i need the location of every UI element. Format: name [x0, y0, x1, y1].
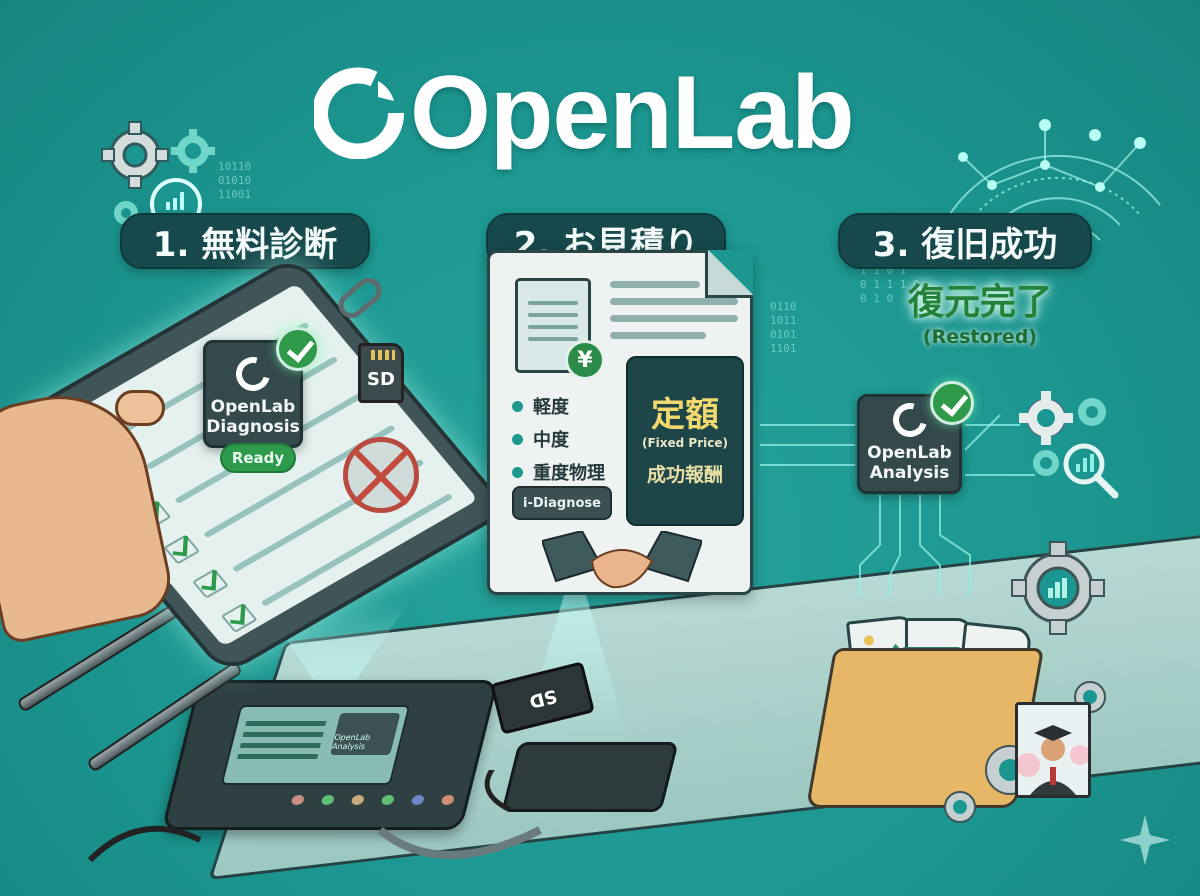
fixed-price-box: 定額 (Fixed Price) 成功報酬: [626, 356, 744, 526]
gear-icon: [1033, 450, 1059, 476]
yen-coin-icon: ¥: [565, 340, 605, 380]
gear-icon: [101, 121, 169, 189]
sd-card-label: SD: [526, 684, 559, 712]
open-ring-logo-icon: [312, 67, 406, 160]
gear-icon: [944, 791, 976, 823]
severity-list: 軽度 中度 重度物理: [512, 393, 605, 492]
step-3-label: 3. 復旧成功: [838, 213, 1092, 269]
brand-logo: OpenLab: [312, 55, 855, 171]
price-sub: (Fixed Price): [641, 435, 728, 450]
diagnosis-card-title-1: OpenLab: [210, 397, 296, 417]
checkbox-checked-icon: [220, 602, 258, 633]
cable: [87, 770, 542, 863]
analysis-card-title-1: OpenLab: [867, 443, 952, 463]
checkmark-badge-icon: [276, 327, 320, 371]
status-badge-ready: Ready: [220, 443, 296, 473]
crossed-out-chip-icon: [343, 437, 419, 513]
binary-stream-decoration: 10110 01010 11001: [218, 160, 252, 201]
graduation-photo-icon: [1015, 702, 1091, 798]
analyzer-screen-badge: OpenLab Analysis: [330, 713, 401, 755]
restored-subheadline: (Restored): [922, 326, 1038, 348]
open-ring-logo-icon: [886, 396, 933, 444]
page-fold: [705, 250, 753, 298]
brand-name: OpenLab: [410, 55, 855, 171]
price-main: 定額: [651, 394, 719, 435]
analysis-card-title-2: Analysis: [869, 463, 950, 483]
handshake-icon: [542, 531, 702, 589]
magnifier-chart-icon: [1063, 443, 1119, 499]
checkmark-badge-icon: [930, 381, 974, 425]
severity-item: 軽度: [512, 393, 605, 419]
invoice-icon: [515, 278, 591, 373]
circuit-traces: [760, 414, 1035, 595]
gear-icon: [171, 129, 215, 173]
step-1-label: 1. 無料診断: [120, 213, 370, 269]
open-ring-logo-icon: [229, 350, 277, 398]
diagnosis-card-title-2: Diagnosis: [206, 417, 300, 437]
gear-icon: [1078, 398, 1106, 426]
checkbox-checked-icon: [192, 568, 229, 599]
severity-item: 中度: [512, 426, 605, 452]
price-reward: 成功報酬: [646, 463, 723, 486]
severity-item: 重度物理: [512, 459, 605, 485]
damaged-sd-card-icon: SD: [358, 343, 404, 403]
estimate-document: ¥ 軽度 中度 重度物理 i-Diagnose 定額 (Fixed Price)…: [487, 250, 753, 595]
chart-badge-icon: [150, 178, 202, 216]
restored-headline: 復元完了: [907, 282, 1052, 323]
i-diagnose-button: i-Diagnose: [512, 486, 612, 520]
sd-card-label: SD: [367, 369, 395, 390]
document-text-lines: [610, 281, 738, 349]
checkbox-checked-icon: [163, 534, 201, 565]
gear-icon: [1019, 391, 1073, 445]
binary-stream-decoration: 0110 1011 0101 1101: [770, 300, 797, 355]
gear-chart-icon: [1011, 541, 1105, 635]
thumb: [115, 390, 165, 426]
